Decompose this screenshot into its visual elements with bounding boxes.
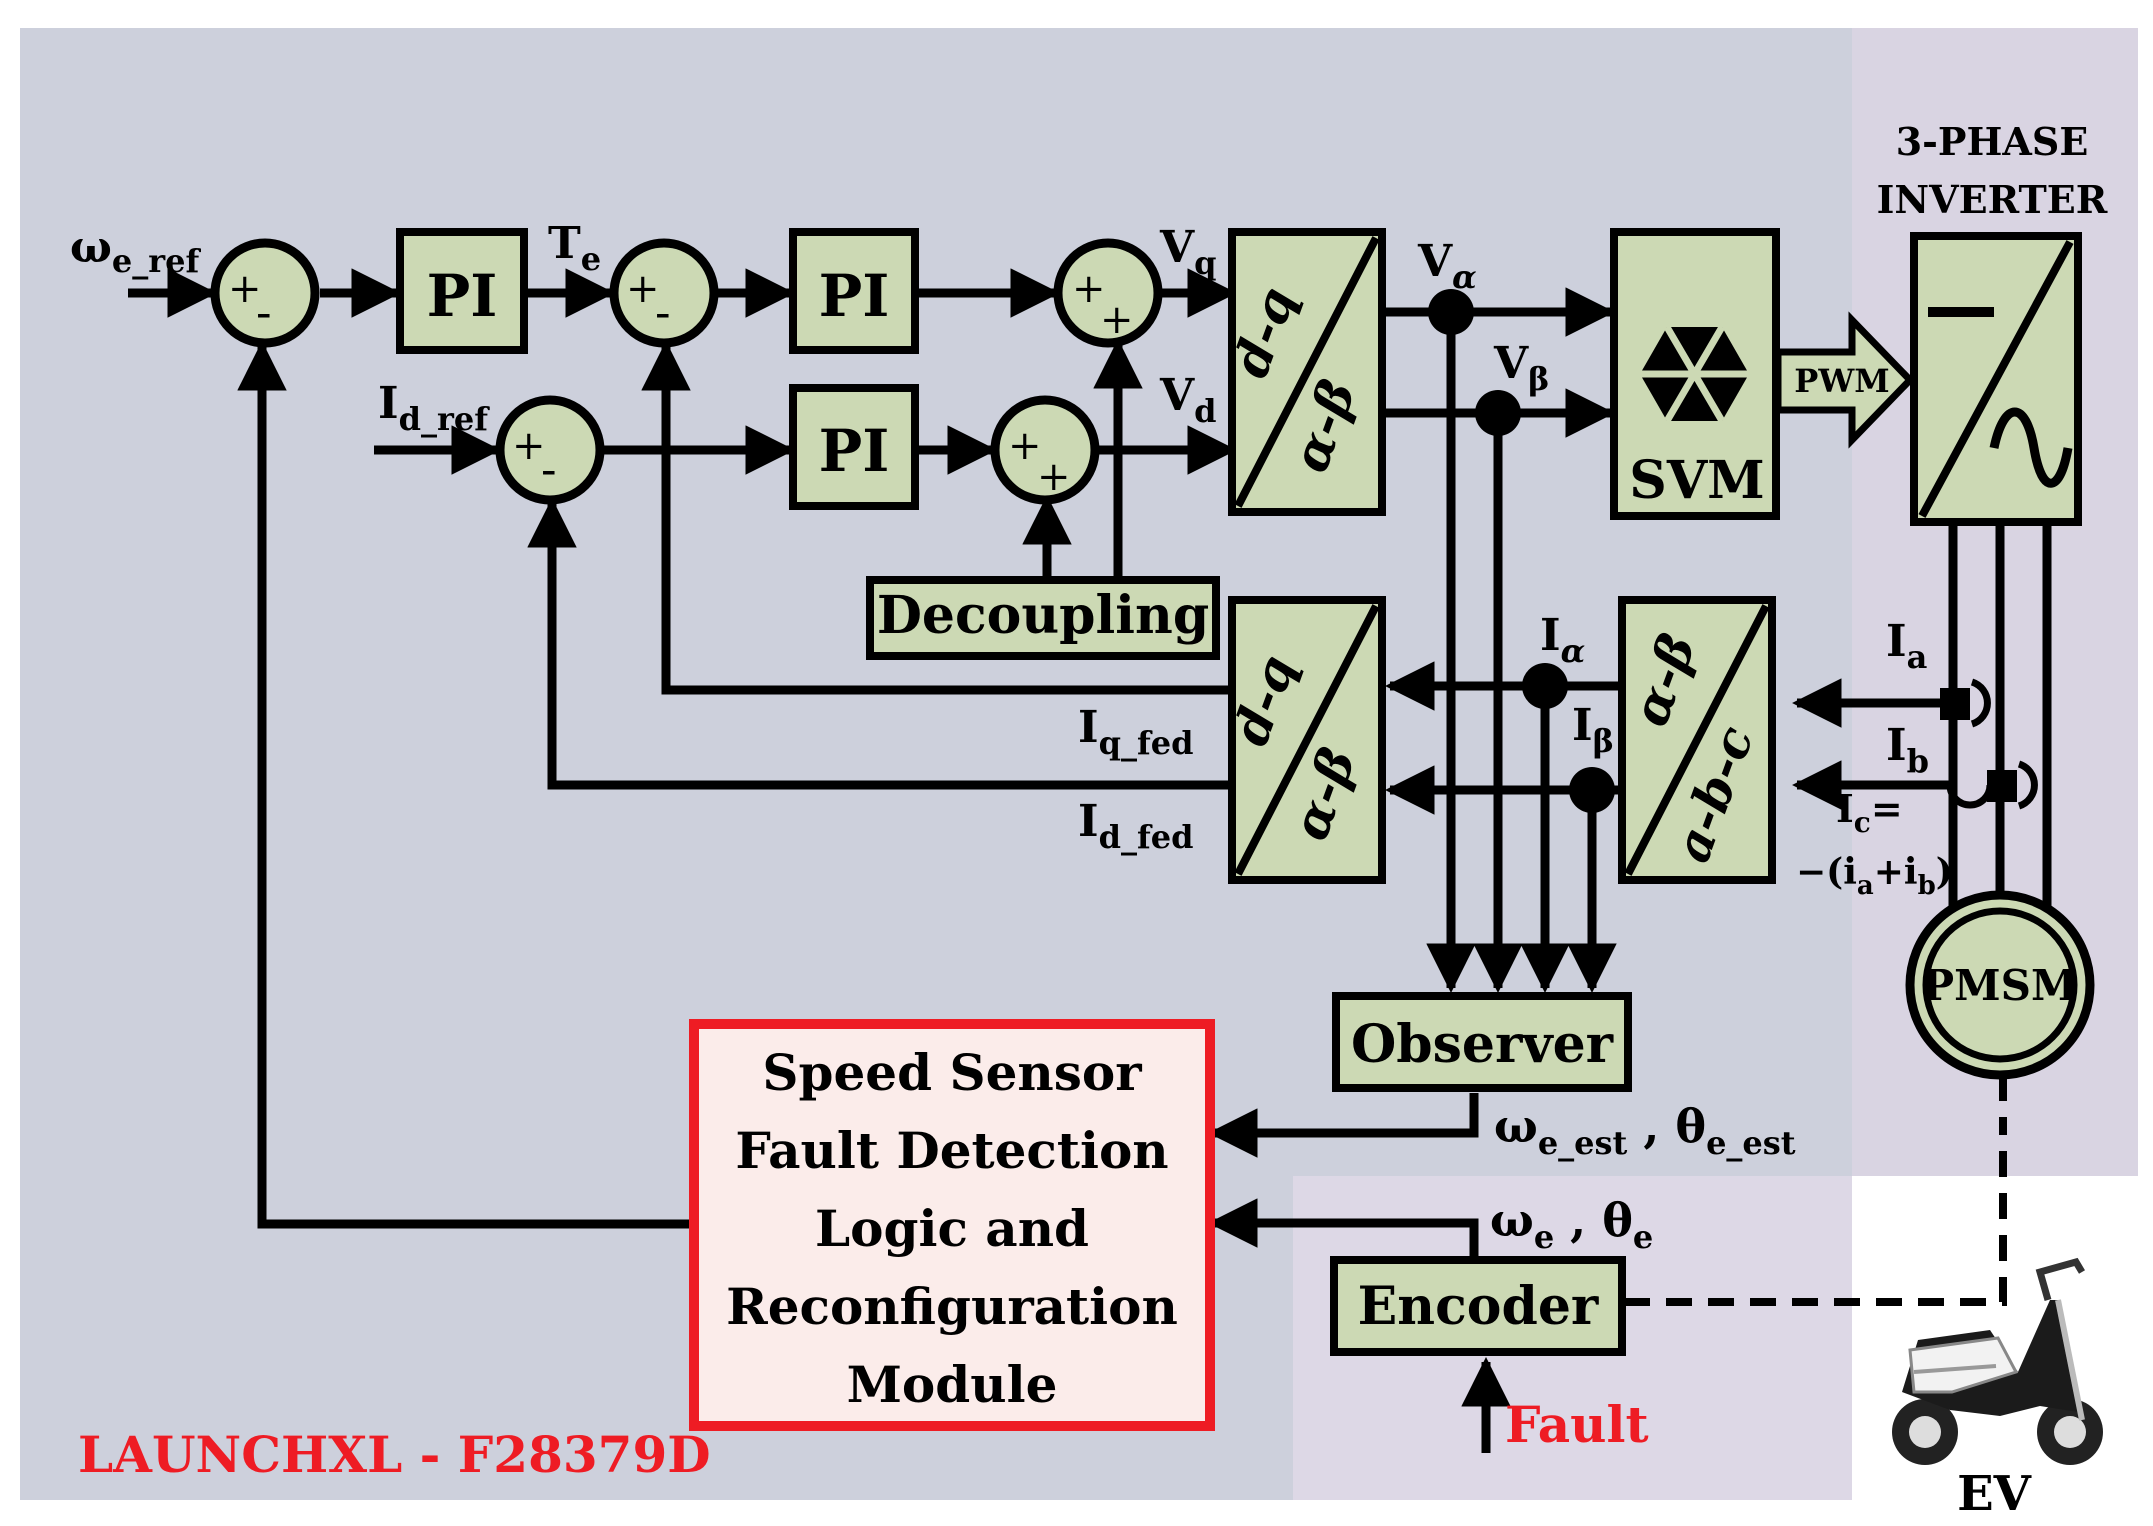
encoder-measurement-label: ωe , θe xyxy=(1490,1193,1653,1256)
svg-text:PI: PI xyxy=(819,262,890,330)
te-label: Te xyxy=(548,218,601,278)
current-sensor-a xyxy=(1940,678,1991,728)
vq-label: Vq xyxy=(1159,222,1217,282)
svg-text:Encoder: Encoder xyxy=(1358,1276,1599,1337)
observer-block: Observer xyxy=(1332,992,1632,1092)
svg-text:+: + xyxy=(228,266,262,312)
svg-text:+: + xyxy=(1100,297,1134,343)
decoupling-block: Decoupling xyxy=(866,576,1220,660)
ic-label: Ic= xyxy=(1836,786,1903,839)
svg-text:Speed Sensor: Speed Sensor xyxy=(762,1043,1142,1102)
observer-estimate-label: ωe_est , θe_est xyxy=(1494,1099,1796,1162)
pi-iq-block: PI xyxy=(789,228,919,354)
valpha-label: Vα xyxy=(1417,236,1477,296)
vd-sum-junction: + + xyxy=(990,395,1100,505)
svg-text:-: - xyxy=(655,285,671,339)
id-sum-junction: + - xyxy=(495,395,605,505)
svg-text:PI: PI xyxy=(819,417,890,485)
encoder-block: Encoder xyxy=(1330,1256,1626,1356)
svg-text:3-PHASE: 3-PHASE xyxy=(1896,119,2089,164)
svg-text:+: + xyxy=(1037,454,1071,500)
svg-text:+: + xyxy=(1008,423,1042,469)
three-phase-inverter: 3-PHASE INVERTER xyxy=(1877,119,2108,526)
fault-detection-module: Speed Sensor Fault Detection Logic and R… xyxy=(689,1019,1215,1431)
pwm-arrow: PWM xyxy=(1774,311,1915,449)
svg-text:PMSM: PMSM xyxy=(1923,961,2078,1010)
pi-speed-block: PI xyxy=(396,228,528,354)
ib-label: Ib xyxy=(1886,720,1929,780)
abc-to-alphabeta-block: α-β a-b-c xyxy=(1618,596,1776,884)
alphabeta-to-dq-block: d-q α-β xyxy=(1220,596,1386,884)
id-ref-label: Id_ref xyxy=(378,378,490,438)
svg-text:Decoupling: Decoupling xyxy=(877,585,1209,646)
fault-label: Fault xyxy=(1505,1395,1649,1454)
ia-label: Ia xyxy=(1886,616,1927,676)
ev-label: EV xyxy=(1957,1466,2032,1522)
ibeta-label: Iβ xyxy=(1572,700,1614,760)
svg-text:Fault Detection: Fault Detection xyxy=(735,1121,1168,1180)
svg-text:Observer: Observer xyxy=(1351,1014,1614,1075)
svg-text:+: + xyxy=(512,423,546,469)
vd-label: Vd xyxy=(1159,370,1217,430)
pmsm-motor: PMSM xyxy=(1905,890,2095,1080)
svg-text:Logic and: Logic and xyxy=(815,1199,1089,1258)
iq-fed-label: Iq_fed xyxy=(1078,702,1193,762)
svg-text:PWM: PWM xyxy=(1794,362,1889,400)
dq-to-alphabeta-block: d-q α-β xyxy=(1220,228,1386,516)
svg-text:+: + xyxy=(626,266,660,312)
svg-text:Module: Module xyxy=(847,1355,1058,1414)
current-sensor-b xyxy=(1946,760,2038,810)
board-label: LAUNCHXL - F28379D xyxy=(78,1425,711,1484)
vbeta-label: Vβ xyxy=(1493,338,1549,398)
ialpha-label: Iα xyxy=(1540,610,1585,670)
svg-text:SVM: SVM xyxy=(1629,450,1764,511)
svg-text:Reconfiguration: Reconfiguration xyxy=(726,1277,1178,1336)
svg-text:-: - xyxy=(256,285,272,339)
vq-sum-junction: + + xyxy=(1053,238,1163,348)
speed-sum-junction: + - xyxy=(210,238,320,348)
id-fed-label: Id_fed xyxy=(1078,796,1193,856)
we-ref-label: ωe_ref xyxy=(70,222,201,280)
svg-text:INVERTER: INVERTER xyxy=(1877,177,2108,222)
ac-wave-icon xyxy=(1989,407,2073,488)
svg-text:PI: PI xyxy=(427,262,498,330)
iq-sum-junction: + - xyxy=(609,238,719,348)
ev-scooter-image xyxy=(1892,1257,2103,1465)
svg-text:+: + xyxy=(1072,266,1106,312)
svm-block: SVM xyxy=(1610,228,1780,520)
hexagon-icon xyxy=(1640,325,1749,423)
svg-text:-: - xyxy=(541,442,557,496)
ic-expression: −(ia+ib) xyxy=(1796,851,1953,901)
pi-id-block: PI xyxy=(789,384,919,510)
